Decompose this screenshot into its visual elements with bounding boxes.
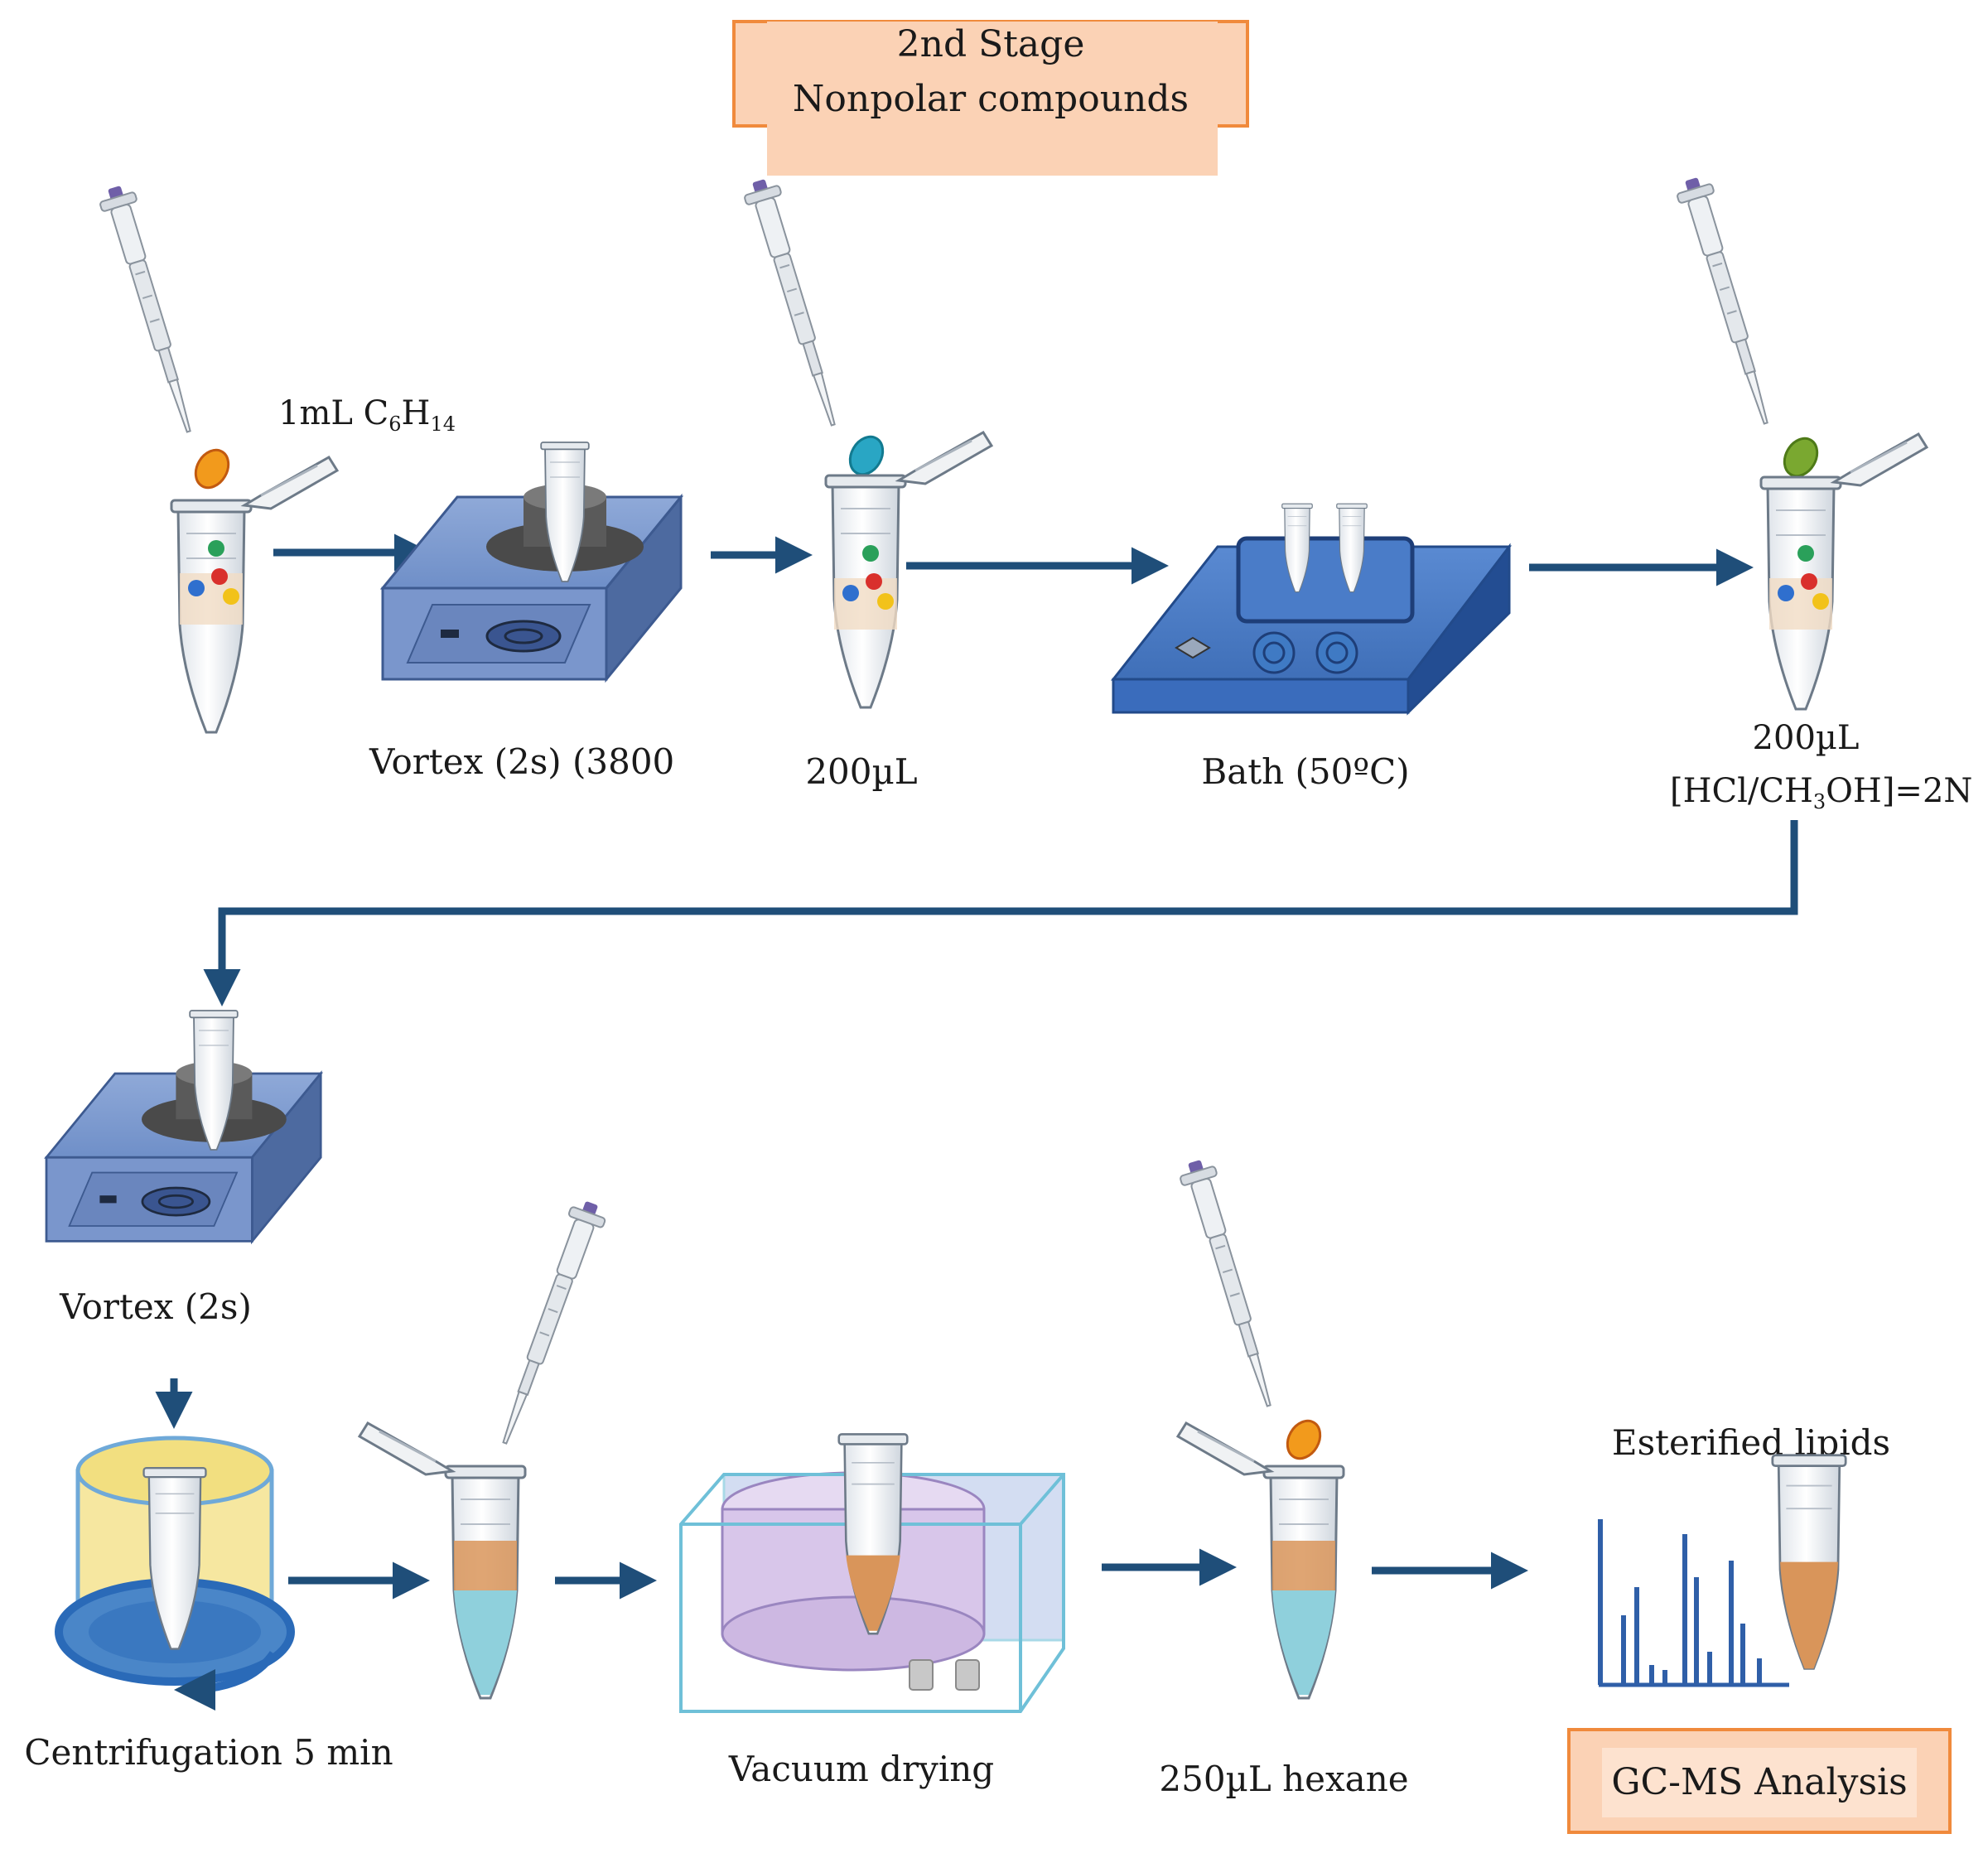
rotation-arrow-icon bbox=[174, 1651, 277, 1711]
vacuum-foot-2 bbox=[955, 1659, 980, 1691]
label-centrifugation: Centrifugation 5 min bbox=[24, 1732, 393, 1773]
liquid-orange-layer bbox=[1272, 1541, 1335, 1590]
header-subtitle: Nonpolar compounds bbox=[793, 78, 1189, 120]
sample-tube-1 bbox=[95, 181, 339, 734]
bath-knob-1-icon bbox=[1252, 631, 1296, 674]
liquid-orange-layer bbox=[1780, 1561, 1838, 1669]
tube-lid-icon bbox=[243, 456, 339, 510]
vacuum-chamber-outline bbox=[679, 1473, 1065, 1713]
pipette-icon bbox=[486, 1195, 610, 1450]
result-tube bbox=[1771, 1454, 1847, 1670]
bath-knob-2-icon bbox=[1315, 631, 1358, 674]
liquid-cyan-layer bbox=[454, 1590, 517, 1695]
bath-front bbox=[1112, 678, 1410, 714]
label-hexane-final: 250µL hexane bbox=[1159, 1759, 1408, 1799]
sample-tube-5 bbox=[1175, 1155, 1345, 1700]
label-vacuum: Vacuum drying bbox=[728, 1749, 994, 1789]
label-hexane-volume: 1mL C6H14 bbox=[278, 394, 456, 436]
label-vortex-1: Vortex (2s) (3800 bbox=[369, 741, 674, 782]
label-bath: Bath (50ºC) bbox=[1201, 751, 1409, 792]
drop-orange-icon bbox=[194, 448, 230, 490]
vacuum-chamber-edges bbox=[681, 1473, 1065, 1711]
header-title: 2nd Stage bbox=[897, 23, 1085, 65]
tube-lid-icon bbox=[358, 1421, 454, 1476]
label-reagent: [HCl/CH3OH]=2N bbox=[1670, 772, 1972, 813]
liquid-cyan-layer bbox=[1272, 1590, 1335, 1695]
bath-knob-1-ring bbox=[1262, 641, 1286, 664]
label-volume-2: 200µL bbox=[1753, 719, 1860, 757]
label-esterified: Esterified lipids bbox=[1612, 1422, 1890, 1463]
drop-orange-icon bbox=[1286, 1419, 1322, 1460]
bath-knob-2-ring bbox=[1325, 641, 1349, 664]
vacuum-dryer bbox=[679, 1433, 1065, 1713]
bath-display-icon bbox=[1175, 636, 1211, 659]
gcms-box: GC-MS Analysis bbox=[1567, 1728, 1952, 1834]
liquid-orange-layer bbox=[454, 1541, 517, 1590]
tube-lid-icon bbox=[1176, 1421, 1272, 1476]
drop-green-icon bbox=[1783, 437, 1819, 478]
pipette-icon bbox=[1672, 172, 1784, 430]
gcms-box-inner bbox=[1602, 1748, 1917, 1817]
tube-lid-icon bbox=[897, 431, 993, 485]
flow-connector bbox=[203, 820, 1798, 1006]
label-volume-1: 200µL bbox=[805, 751, 917, 792]
vortex-mixer-1 bbox=[381, 442, 683, 681]
stage-header: 2nd Stage Nonpolar compounds bbox=[732, 20, 1249, 176]
pipette-icon bbox=[1175, 1155, 1287, 1412]
vortex-mixer-icon bbox=[45, 1059, 322, 1243]
bath-basin bbox=[1236, 536, 1415, 624]
label-gcms: GC-MS Analysis bbox=[1611, 1761, 1907, 1803]
header-box-inner bbox=[767, 22, 1218, 176]
pipette-icon bbox=[95, 181, 207, 438]
vacuum-foot-1 bbox=[909, 1659, 934, 1691]
pipette-icon bbox=[740, 174, 852, 432]
sample-tube-2 bbox=[740, 174, 993, 709]
vacuum-drum-bottom bbox=[721, 1595, 986, 1672]
vortex-mixer-2 bbox=[45, 1010, 322, 1243]
water-bath bbox=[1110, 503, 1513, 716]
vortex-mixer-icon bbox=[381, 482, 683, 681]
dried-residue bbox=[846, 1555, 900, 1631]
centrifuge bbox=[55, 1436, 295, 1711]
chromatogram-icon bbox=[1598, 1519, 1789, 1687]
sample-tube-4 bbox=[358, 1195, 610, 1700]
drop-cyan-icon bbox=[848, 435, 885, 476]
sample-tube-3 bbox=[1672, 172, 1928, 711]
tube-lid-icon bbox=[1832, 432, 1928, 487]
label-vortex-2: Vortex (2s) bbox=[59, 1286, 252, 1327]
